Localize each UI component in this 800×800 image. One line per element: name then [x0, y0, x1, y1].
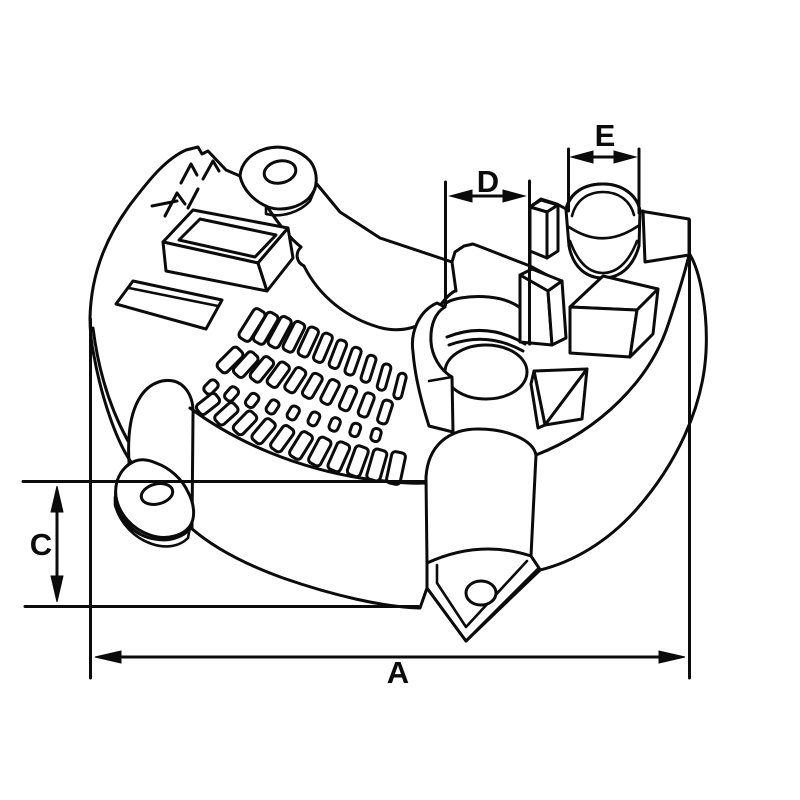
- vent-slot: [251, 310, 280, 346]
- vent-slot: [365, 447, 389, 483]
- dimension-label-d: D: [477, 164, 499, 199]
- vent-slot: [283, 365, 308, 395]
- stamped-marks: [150, 159, 221, 218]
- vent-slot: [327, 416, 342, 433]
- dimension-annotations: A C D E: [21, 118, 691, 690]
- vent-slot: [375, 362, 393, 392]
- vent-slots: [194, 307, 408, 486]
- vent-slot: [356, 391, 376, 419]
- wedge-block: [529, 367, 589, 430]
- vent-slot: [285, 404, 301, 422]
- dimension-d: D: [444, 164, 531, 346]
- bore-hole: [443, 343, 529, 401]
- left-dome: [127, 379, 195, 530]
- vent-slot: [348, 421, 363, 439]
- lower-boss: [424, 427, 541, 643]
- part-drawing: [88, 145, 708, 643]
- dimension-c: C: [21, 480, 427, 608]
- terminal-block-left: [518, 267, 568, 347]
- vent-slot: [288, 430, 314, 461]
- vent-slot: [359, 353, 378, 384]
- vent-slot: [231, 350, 260, 379]
- top-mounting-ear: [238, 159, 318, 217]
- vent-slot: [213, 401, 240, 427]
- dimension-label-c: C: [30, 527, 52, 562]
- diode-block: [568, 274, 660, 359]
- left-mounting-ear: [113, 458, 196, 548]
- vent-slot: [326, 440, 352, 474]
- vent-slot: [202, 378, 220, 396]
- pillar-block: [528, 198, 560, 260]
- vent-slot: [392, 371, 408, 401]
- dimension-label-a: A: [387, 655, 409, 690]
- vent-slot: [306, 410, 322, 428]
- vent-slot: [269, 424, 296, 454]
- vent-slot: [376, 398, 394, 426]
- dimension-a: A: [89, 218, 691, 690]
- vent-slot: [264, 398, 281, 416]
- tip-bracket-hole: [464, 579, 498, 607]
- vent-slot: [327, 338, 349, 370]
- vent-slot: [265, 360, 291, 389]
- vent-slot: [243, 391, 261, 410]
- rim-fold-right: [534, 253, 691, 457]
- bore-collar: [410, 301, 455, 434]
- dimension-label-e: E: [595, 118, 616, 153]
- vent-slot: [215, 345, 245, 375]
- vent-slot: [266, 315, 293, 350]
- vent-slot: [223, 385, 240, 403]
- vent-slot: [248, 355, 276, 384]
- vent-slot: [250, 417, 277, 446]
- vent-slot: [319, 378, 341, 406]
- connector-box-opening: [177, 217, 278, 259]
- vent-slot: [369, 426, 383, 444]
- vent-slot: [385, 450, 407, 486]
- platform-wall: [450, 260, 458, 293]
- edge-notch: [295, 245, 306, 268]
- vent-slot: [307, 435, 333, 468]
- left-ear-hole: [139, 482, 175, 506]
- vent-slot: [337, 384, 359, 413]
- center-bore: [410, 295, 533, 434]
- strip-pad: [114, 279, 224, 331]
- vent-slot: [281, 319, 307, 354]
- vent-slot: [296, 325, 320, 359]
- dimension-e: E: [567, 118, 641, 215]
- connector-box: [161, 208, 295, 293]
- vent-slot: [300, 371, 324, 400]
- rim-tab: [641, 209, 691, 264]
- vent-slot: [231, 409, 259, 437]
- vent-slot: [194, 391, 222, 417]
- vent-slot: [343, 345, 363, 377]
- vent-slot: [345, 444, 370, 479]
- left-crease: [91, 326, 130, 443]
- bearing-boss: [564, 182, 642, 280]
- top-ear-hole: [262, 159, 298, 185]
- vent-slot: [312, 331, 334, 364]
